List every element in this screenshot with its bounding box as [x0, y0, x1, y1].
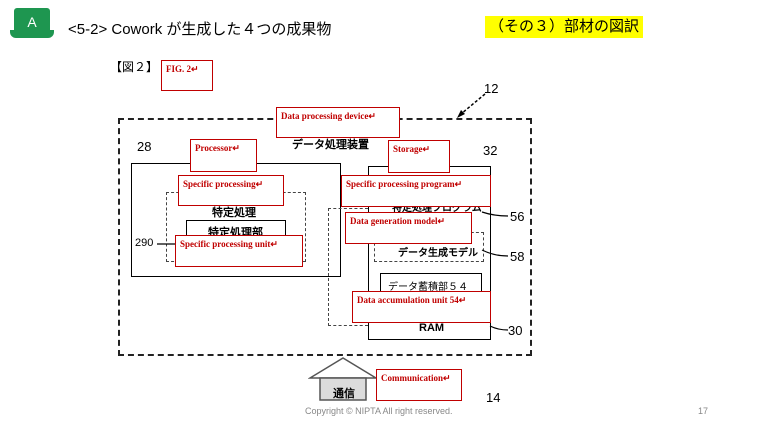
- connection-dashed: [328, 208, 368, 326]
- ref-32: 32: [483, 143, 498, 158]
- ref-290: 290: [135, 237, 154, 249]
- ref-12: 12: [484, 81, 499, 96]
- model-jp: データ生成モデル: [398, 248, 478, 259]
- accumulation-jp: データ蓄積部５４: [388, 282, 468, 293]
- data-accumulation-unit-annotation: Data accumulation unit 54↵: [352, 291, 491, 323]
- ref-14: 14: [486, 390, 501, 405]
- communication-annotation: Communication↵: [376, 369, 462, 401]
- highlighted-subtitle: （その３）部材の図訳: [485, 16, 644, 38]
- figure-label-jp: 【図２】: [110, 60, 159, 74]
- communication-jp: 通信: [333, 388, 355, 400]
- ref-28: 28: [137, 139, 152, 154]
- ref-58: 58: [510, 249, 525, 264]
- copyright-footer: Copyright © NIPTA All right reserved.: [305, 406, 453, 416]
- page-number: 17: [698, 406, 709, 416]
- specific-processing-unit-annotation: Specific processing unit↵: [175, 235, 303, 267]
- fig-annotation: FIG. 2↵: [161, 60, 213, 91]
- ref-56: 56: [510, 209, 525, 224]
- ram-label: RAM: [419, 322, 445, 334]
- device-jp-label: データ処理装置: [292, 139, 369, 151]
- data-processing-device-annotation: Data processing device↵: [276, 107, 400, 138]
- program-jp: 特定処理プログラム: [392, 203, 482, 214]
- specific-processing-jp: 特定処理: [212, 207, 256, 219]
- storage-annotation: Storage↵: [388, 140, 450, 173]
- data-generation-model-annotation: Data generation model↵: [345, 212, 472, 244]
- specific-processing-program-annotation: Specific processing program↵: [341, 175, 491, 207]
- ref-12-arrow: [457, 93, 486, 118]
- specific-processing-annotation: Specific processing↵: [178, 175, 284, 206]
- ref-30: 30: [508, 323, 523, 338]
- ref-leaders: [481, 211, 509, 331]
- section-badge: A: [14, 8, 50, 36]
- processor-annotation: Processor↵: [190, 139, 257, 172]
- communication-icon: [308, 357, 378, 401]
- slide-title: <5-2> Cowork が生成した４つの成果物: [68, 21, 332, 38]
